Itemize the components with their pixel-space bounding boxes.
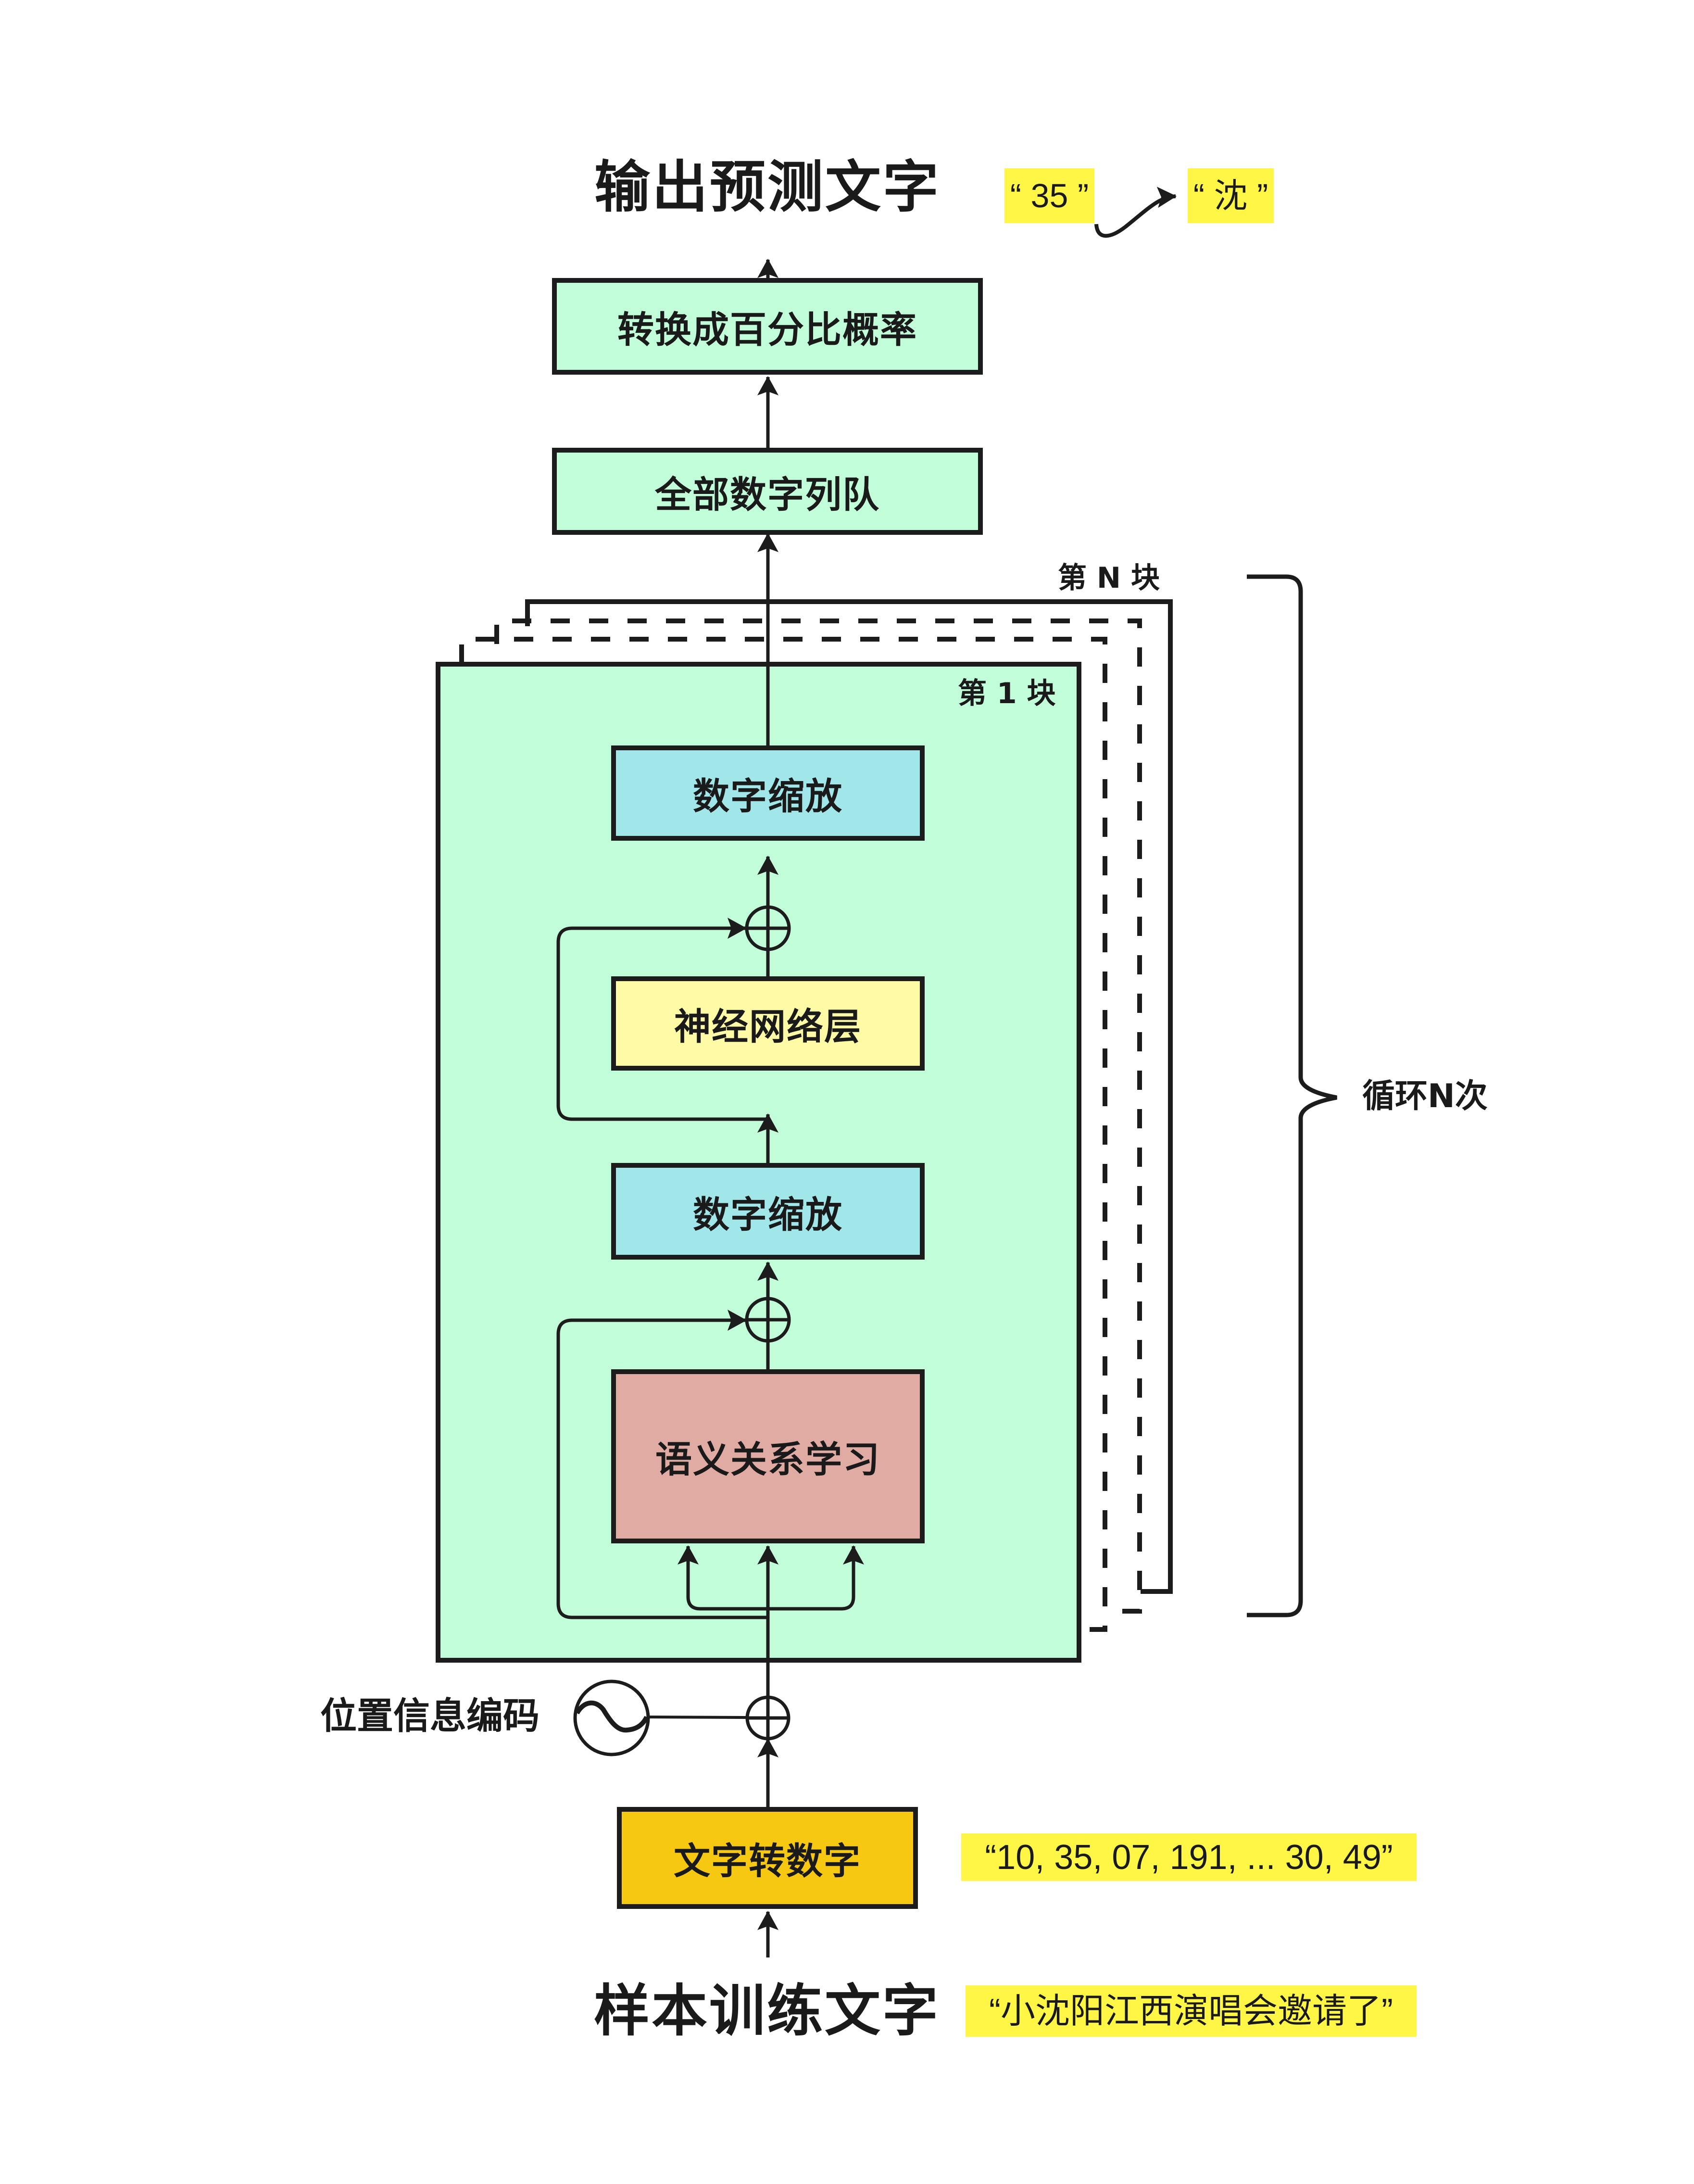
add-node-top — [745, 905, 791, 951]
block-2-outline — [459, 637, 1107, 1632]
block-n-label: 第 N 块 — [1058, 561, 1160, 595]
token-ids-highlight: “10, 35, 07, 191, ... 30, 49” — [961, 1833, 1417, 1881]
positional-encoding-label: 位置信息编码 — [320, 1694, 540, 1737]
mapping-arrow — [1094, 187, 1177, 238]
input-title: 样本训练文字 — [594, 1979, 940, 2044]
predicted-char-highlight: “ 沈 ” — [1188, 168, 1274, 223]
sine-wave-icon — [573, 1679, 748, 1756]
norm-box-top[interactable]: 数字缩放 — [611, 745, 925, 841]
block-1-label: 第 1 块 — [958, 677, 1056, 710]
block-3-outline — [494, 619, 1142, 1614]
repeat-brace — [1247, 574, 1337, 1617]
add-node-middle — [745, 1297, 791, 1343]
attention-box[interactable]: 语义关系学习 — [611, 1369, 925, 1543]
block-n-outline — [525, 599, 1173, 1594]
add-node-positional — [745, 1695, 791, 1741]
linear-box[interactable]: 全部数字列队 — [552, 448, 983, 535]
sample-text-highlight: “小沈阳江西演唱会邀请了” — [966, 1985, 1417, 2037]
ffn-box[interactable]: 神经网络层 — [611, 976, 925, 1071]
output-title: 输出预测文字 — [594, 155, 941, 220]
predicted-id-highlight: “ 35 ” — [1004, 168, 1094, 223]
embedding-box[interactable]: 文字转数字 — [617, 1807, 918, 1909]
softmax-box[interactable]: 转换成百分比概率 — [552, 278, 983, 375]
repeat-label: 循环N次 — [1362, 1077, 1488, 1115]
norm-box-bottom[interactable]: 数字缩放 — [611, 1163, 925, 1260]
